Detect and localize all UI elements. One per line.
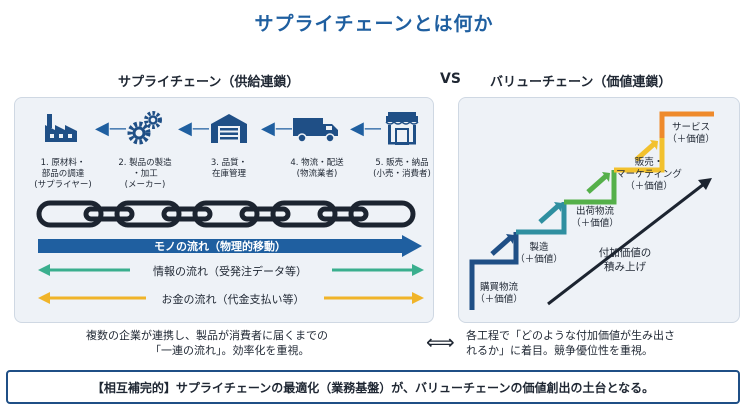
step-label: 3. 品質・在庫管理 bbox=[210, 158, 248, 179]
step-label: 4. 物流・配送(物流業者) bbox=[290, 158, 344, 179]
vs-label: VS bbox=[440, 71, 461, 87]
chain-icon bbox=[36, 200, 416, 228]
truck-icon bbox=[293, 118, 338, 143]
stair-label: 販売・マーケティング（＋価値） bbox=[616, 157, 682, 192]
step-label: 5. 販売・納品(小売・消費者) bbox=[373, 158, 431, 179]
value-chain-desc-line1: 各工程で「どのような付加価値が生み出さ bbox=[466, 329, 675, 342]
info-flow-label: 情報の流れ（受発注データ等） bbox=[153, 265, 307, 278]
value-chain-desc-line2: れるか」に着目。競争優位性を重視。 bbox=[466, 344, 653, 357]
goods-flow-arrow bbox=[38, 235, 422, 257]
step-label: 1. 原材料・部品の調達(サプライヤー) bbox=[34, 158, 92, 190]
value-chain-heading: バリューチェーン（価値連鎖） bbox=[490, 75, 672, 90]
money-flow-arrow bbox=[38, 292, 424, 304]
goods-flow-label: モノの流れ（物理的移動） bbox=[154, 240, 286, 253]
flow-arrow-left: ◀— bbox=[350, 118, 382, 139]
info-flow-arrow bbox=[38, 264, 424, 276]
added-value-label: 付加価値の積み上げ bbox=[598, 247, 652, 273]
supply-chain-desc-line1: 複数の企業が連携し、製品が消費者に届くまでの bbox=[86, 329, 328, 342]
stair-label: サービス（＋価値） bbox=[667, 122, 715, 145]
supply-chain-desc-line2: 「一連の流れ」。効率化を重視。 bbox=[150, 344, 310, 357]
gears-icon bbox=[127, 111, 162, 145]
stair-label: 製造（＋価値） bbox=[515, 242, 563, 265]
stair-label: 出荷物流（＋価値） bbox=[571, 206, 619, 229]
flow-arrow-left: ◀— bbox=[261, 118, 293, 139]
warehouse-icon bbox=[211, 114, 247, 143]
flow-arrow-left: ◀— bbox=[95, 118, 127, 139]
flow-arrow-left: ◀— bbox=[178, 118, 210, 139]
factory-icon bbox=[45, 114, 77, 142]
money-flow-label: お金の流れ（代金支払い等） bbox=[161, 293, 305, 306]
step-label: 2. 製品の製造・加工(メーカー) bbox=[118, 158, 172, 190]
conclusion-text: 【相互補完的】サプライチェーンの最適化（業務基盤）が、バリューチェーンの価値創出… bbox=[91, 380, 655, 395]
supply-chain-heading: サプライチェーン（供給連鎖） bbox=[118, 75, 300, 90]
exchange-arrow-icon: ⟺ bbox=[426, 330, 455, 354]
conclusion-box: 【相互補完的】サプライチェーンの最適化（業務基盤）が、バリューチェーンの価値創出… bbox=[6, 370, 740, 404]
value-stairs bbox=[469, 111, 714, 310]
page-title: サプライチェーンとは何か bbox=[254, 13, 494, 35]
value-chain-panel bbox=[458, 97, 740, 323]
stair-label: 購買物流（＋価値） bbox=[475, 282, 523, 305]
store-icon bbox=[385, 112, 419, 145]
